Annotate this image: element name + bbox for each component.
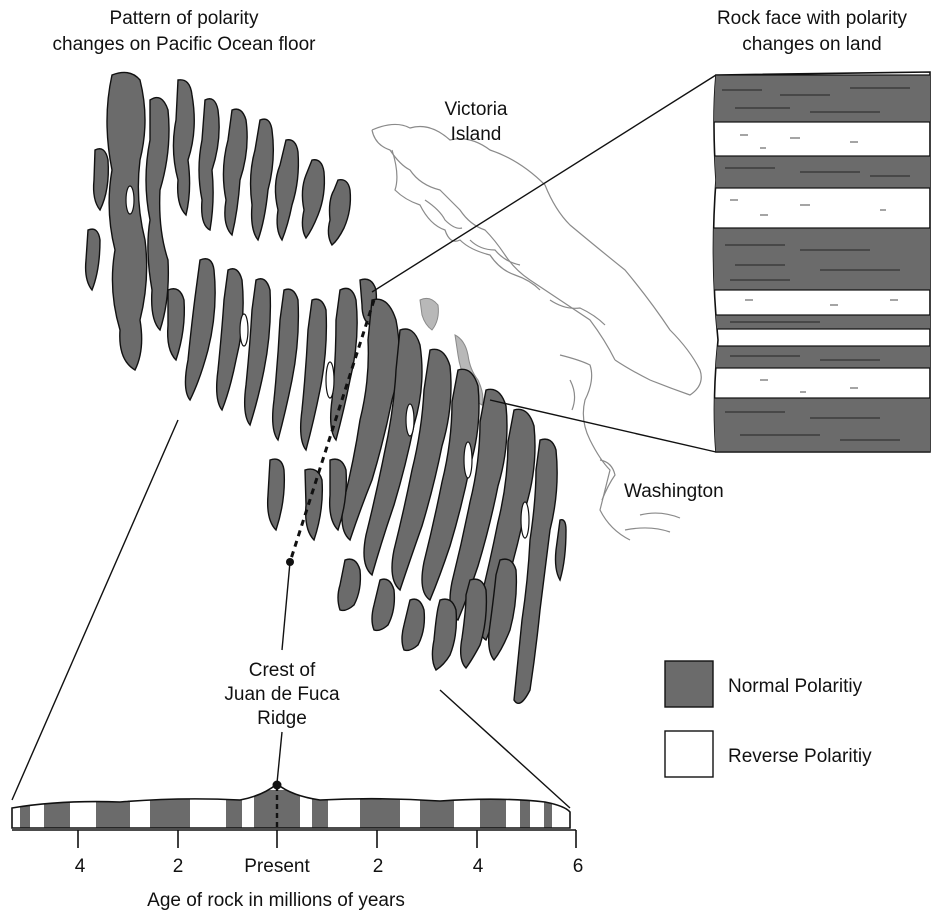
strip-normal-band [312, 790, 328, 830]
land-title-line-1: Rock face with polarity [717, 8, 908, 29]
legend-reverse-swatch [665, 731, 713, 777]
rock-layer-normal [700, 398, 940, 452]
rock-layer-normal [700, 346, 940, 368]
island-label-line-2: Island [451, 124, 502, 145]
strip-normal-band [544, 790, 552, 830]
legend-normal-swatch [665, 661, 713, 707]
strip-normal-band [44, 790, 70, 830]
age-axis [12, 830, 576, 848]
strip-normal-band [96, 790, 130, 830]
legend-normal-label: Normal Polaritiy [728, 676, 863, 697]
axis-title: Age of rock in millions of years [147, 890, 405, 911]
land-title-line-2: changes on land [742, 34, 881, 55]
strip-normal-band [20, 790, 30, 830]
cross-section-strip [12, 732, 572, 830]
rock-layer-normal [700, 228, 940, 290]
strip-normal-band [360, 790, 400, 830]
strip-normal-band [150, 790, 190, 830]
axis-tick-label: 4 [75, 856, 86, 877]
axis-tick-label: 6 [573, 856, 584, 877]
axis-tick-label: 4 [473, 856, 484, 877]
legend: Normal Polaritiy Reverse Polaritiy [665, 661, 872, 777]
island-label-line-1: Victoria [444, 99, 507, 120]
axis-tick-label: Present [244, 856, 310, 877]
axis-tick-label: 2 [373, 856, 384, 877]
strip-normal-band [420, 790, 454, 830]
ocean-title-line-1: Pattern of polarity [110, 8, 259, 29]
strip-normal-band [480, 790, 506, 830]
ridge-label-line-2: Juan de Fuca [224, 684, 340, 705]
rock-layer-normal [700, 75, 940, 122]
axis-tick-label: 2 [173, 856, 184, 877]
ridge-label-line-3: Ridge [257, 708, 307, 729]
ridge-leader-line [282, 562, 290, 650]
ridge-label-line-1: Crest of [249, 660, 316, 681]
strip-normal-band [226, 790, 242, 830]
washington-label: Washington [624, 481, 724, 502]
rock-face [700, 72, 940, 452]
strip-normal-band [520, 790, 530, 830]
ocean-title-line-2: changes on Pacific Ocean floor [53, 34, 317, 55]
legend-reverse-label: Reverse Polaritiy [728, 746, 872, 767]
